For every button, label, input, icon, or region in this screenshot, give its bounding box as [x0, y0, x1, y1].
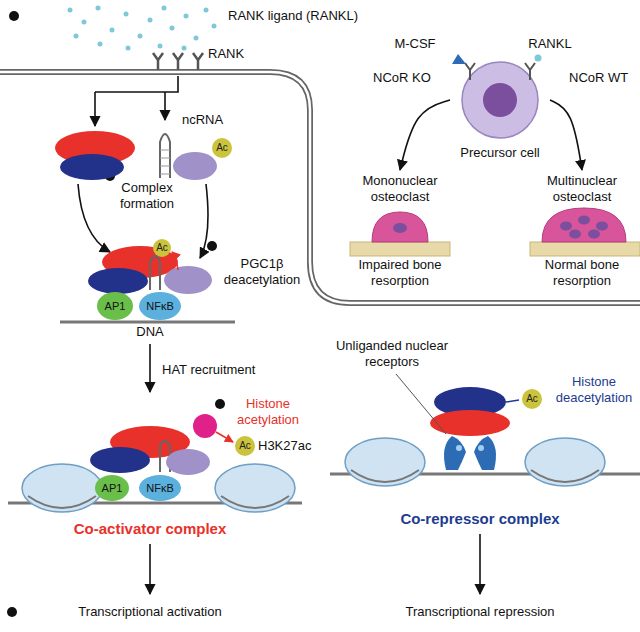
corepressor-complex [330, 374, 640, 486]
coactivator-complex [8, 414, 302, 512]
complex-title: Co-repressor complex [380, 510, 580, 528]
node-caption: Normal bone resorption [530, 257, 634, 289]
osteoclast-panel: Multinuclear osteoclastNormal bone resor… [528, 170, 636, 292]
complex-on-dna [60, 239, 235, 322]
edge-label: NCoR WT [568, 70, 629, 86]
outcome-label: Transcriptional repression [370, 604, 590, 620]
precursor-cell-drawing [452, 54, 542, 138]
histone-mark: H3K27ac [258, 438, 311, 454]
complex-title: Co-activator complex [50, 520, 250, 538]
rankl-dots [68, 6, 217, 51]
step-label: Histone deacetylation [549, 374, 639, 406]
node-title: Multinuclear osteoclast [530, 173, 634, 205]
acetyl-mark: Ac [152, 241, 172, 255]
arrow-connector [400, 100, 450, 170]
free-proteins [55, 131, 232, 180]
factor-label: AP1 [100, 299, 130, 313]
step-label: Complex formation [109, 180, 185, 212]
dna-label: DNA [130, 324, 170, 340]
acetyl-mark: Ac [522, 392, 542, 406]
node-caption: Impaired bone resorption [342, 257, 458, 289]
ligand-label: M-CSF [385, 36, 445, 52]
acetyl-mark: Ac [235, 439, 255, 453]
ligand-label: RANKL [520, 36, 580, 52]
outcome-label: Transcriptional activation [40, 604, 260, 620]
callout-label: Unliganded nuclear receptors [327, 338, 457, 370]
arrow-connector [550, 100, 582, 170]
step-label: HAT recruitment [162, 362, 255, 378]
node-title: Mononuclear osteoclast [342, 173, 458, 205]
step-label: PGC1β deacetylation [219, 256, 305, 288]
rank-receptor [153, 53, 203, 70]
factor-label: AP1 [97, 481, 127, 495]
osteoclast-panel: Mononuclear osteoclastImpaired bone reso… [340, 170, 460, 292]
rna-label: ncRNA [182, 112, 223, 128]
ligand-label: RANK ligand (RANKL) [228, 8, 358, 24]
receptor-label: RANK [208, 46, 244, 62]
factor-label: NFκB [142, 481, 178, 495]
node-title: Precursor cell [452, 145, 548, 161]
factor-label: NFκB [142, 299, 178, 313]
cell-membrane [0, 72, 640, 303]
step-label: Histone acetylation [226, 396, 310, 428]
osteoclast-drawing [350, 208, 640, 256]
acetyl-mark: Ac [211, 141, 233, 155]
edge-label: NCoR KO [372, 70, 432, 86]
precursor-cell: Precursor cell [450, 58, 550, 164]
